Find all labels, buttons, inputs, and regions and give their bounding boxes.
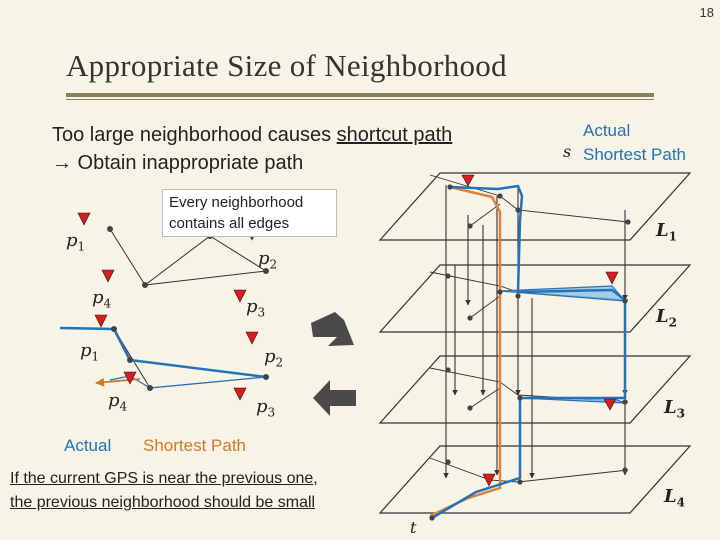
layer-plane-3 [378,355,692,424]
label-source: s [563,142,572,161]
label-layer-2: L2 [656,306,678,330]
label-target: t [410,518,417,537]
callout-box: Every neighborhood contains all edges [162,189,337,237]
gps-marker-p4 [101,269,115,283]
layer-edges [429,174,629,483]
neighborhood-graph-bottom [59,314,269,401]
bullet-result: → Obtain inappropriate path [52,152,304,174]
gps-markers-layered [461,174,619,487]
label-layer-1: L1 [656,220,678,244]
title-rule-thin [66,99,654,100]
label-p3: p3 [246,296,266,320]
actual-path-layered [431,184,627,520]
legend-actual-bottom: Actual [64,436,112,455]
label-p1-bottom: p1 [80,340,100,364]
label-p3-bottom: p3 [256,396,276,420]
title-rule [66,93,654,97]
callout-line-1: Every neighborhood [169,194,304,211]
shortest-path-layered [429,185,502,518]
label-layer-3: L3 [664,397,686,421]
slide-title: Appropriate Size of Neighborhood [66,48,507,83]
layer-nodes [429,184,631,521]
label-p4: p4 [92,287,112,311]
backward-arrow [313,380,356,416]
gps-marker-p3 [233,289,247,303]
legend-shortest-path: Shortest Path [583,145,687,164]
bullet-text: Too large neighborhood causes shortcut p… [52,124,452,147]
bullet-emphasis: shortcut path [336,124,453,146]
legend-actual: Actual [583,121,631,140]
gps-marker-p4-b [123,371,137,385]
layer-planes [378,172,692,514]
label-p1: p1 [66,230,86,254]
gps-marker-p1 [77,212,91,226]
note-line-2: the previous neighborhood should be smal… [10,494,316,511]
gps-marker-p1-b [94,314,108,328]
bullet-prefix: Too large neighborhood causes [52,124,337,146]
legend-shortest-path-bottom: Shortest Path [143,436,247,455]
layer-plane-2 [378,264,692,333]
note-line-1: If the current GPS is near the previous … [10,470,318,487]
slide-number: 18 [699,5,714,20]
gps-marker-p3-b [233,387,247,401]
callout-line-2: contains all edges [169,215,290,232]
layer-plane-1 [378,172,692,241]
label-p2-bottom: p2 [264,346,284,370]
forward-arrow [311,312,354,346]
gps-marker-p2-b [245,331,259,345]
layer-plane-4 [378,445,692,514]
label-layer-4: L4 [664,486,686,510]
label-p2: p2 [258,248,278,272]
label-p4-bottom: p4 [108,390,128,414]
